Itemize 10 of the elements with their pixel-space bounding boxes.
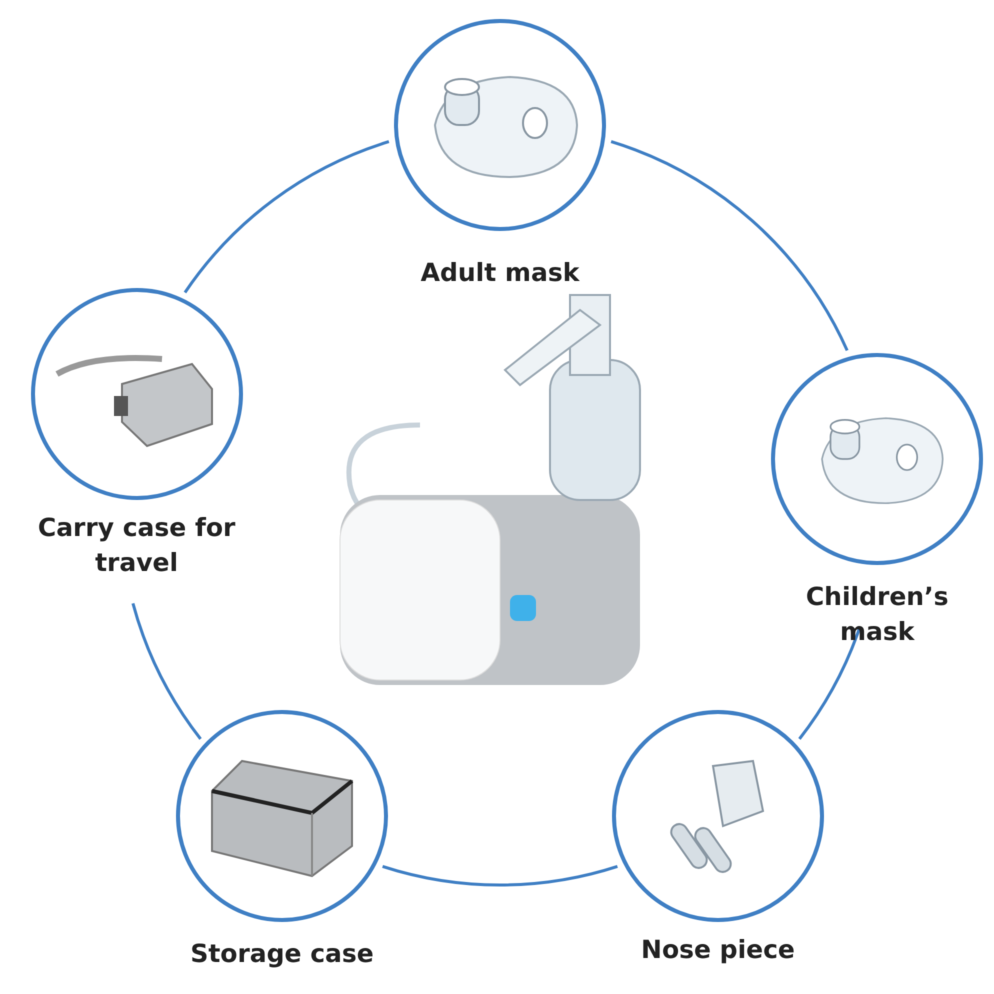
ring-connector	[184, 140, 390, 294]
accessory-label: Carry case for travel	[36, 512, 236, 579]
accessory-label: Storage case	[190, 938, 374, 970]
accessory-label: Children’s mask	[804, 580, 950, 648]
ring-connector	[798, 628, 861, 740]
ring-connector	[610, 140, 848, 352]
ring-connector	[132, 602, 202, 740]
accessory-label: Adult mask	[420, 257, 580, 289]
accessory-label: Nose piece	[641, 934, 795, 966]
ring-connector	[382, 864, 618, 886]
